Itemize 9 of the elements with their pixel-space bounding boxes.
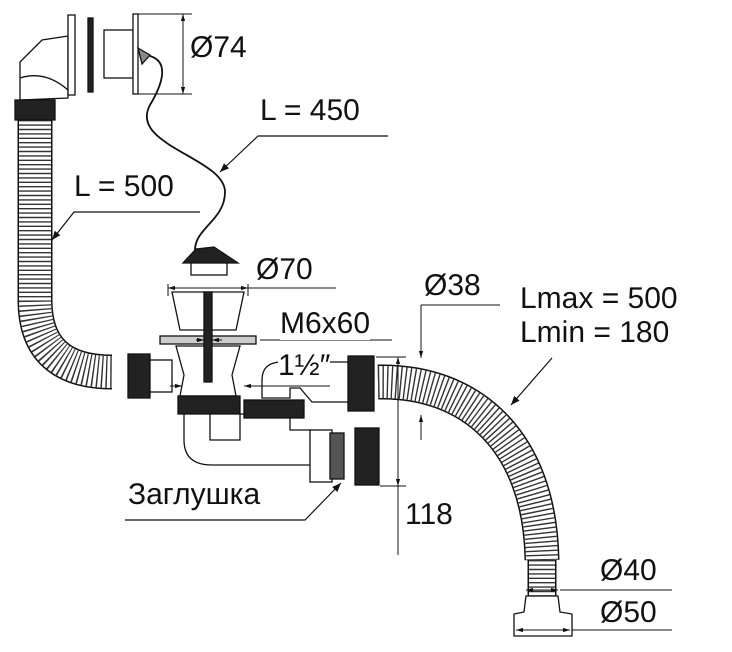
- leader-line: [510, 358, 552, 406]
- leader-line: [220, 135, 388, 172]
- callout-text: Lmax = 500: [520, 282, 678, 316]
- callout-text: L = 500: [74, 170, 174, 204]
- callout-text: Lmin = 180: [520, 316, 670, 350]
- leader-line: [52, 211, 200, 240]
- callout-text: Заглушка: [128, 478, 260, 512]
- leader-line: [125, 482, 342, 521]
- callout-text: L = 450: [260, 94, 360, 128]
